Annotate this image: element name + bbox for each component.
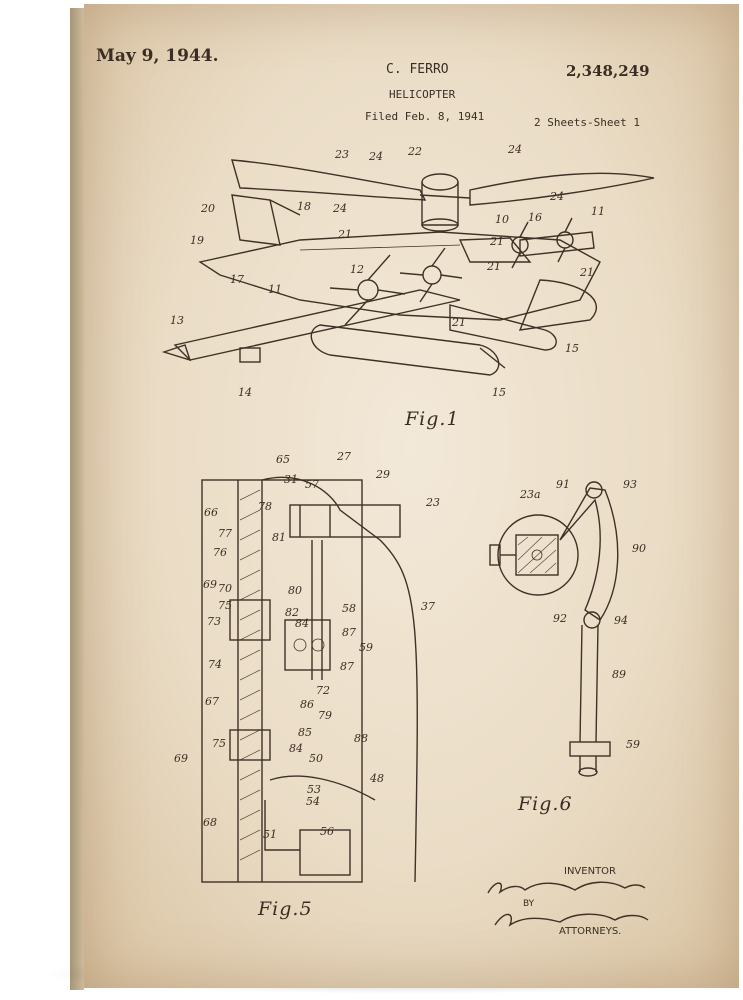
svg-text:54: 54 (306, 795, 320, 808)
inventor-name: C. FERRO (386, 62, 449, 77)
svg-text:74: 74 (208, 658, 222, 671)
canvas-side-edge (70, 8, 84, 990)
fig6-label: Fig.6 (518, 793, 573, 815)
svg-text:23a: 23a (519, 488, 541, 501)
attorneys-label: ATTORNEYS. (559, 926, 622, 937)
svg-text:51: 51 (263, 828, 277, 841)
svg-text:17: 17 (230, 273, 244, 286)
svg-text:12: 12 (350, 263, 364, 276)
svg-text:77: 77 (218, 527, 232, 540)
svg-text:53: 53 (307, 783, 321, 796)
patent-title: HELICOPTER (389, 88, 456, 101)
svg-text:78: 78 (258, 500, 272, 513)
svg-text:14: 14 (238, 386, 252, 399)
svg-text:11: 11 (591, 205, 605, 218)
svg-text:23: 23 (425, 496, 440, 509)
fig6-linkage-drawing: 23a 91 93 90 92 94 89 59 (489, 478, 646, 777)
svg-text:72: 72 (316, 684, 330, 697)
svg-text:22: 22 (407, 145, 422, 158)
svg-text:27: 27 (336, 450, 351, 463)
svg-text:79: 79 (318, 709, 332, 722)
svg-text:59: 59 (626, 738, 640, 751)
filed-date: Filed Feb. 8, 1941 (365, 110, 485, 123)
svg-text:90: 90 (632, 542, 646, 555)
svg-text:76: 76 (213, 546, 227, 559)
svg-text:24: 24 (332, 202, 347, 215)
svg-text:15: 15 (565, 342, 579, 355)
svg-text:21: 21 (579, 266, 594, 279)
svg-text:85: 85 (298, 726, 312, 739)
svg-text:13: 13 (170, 314, 184, 327)
svg-text:84: 84 (289, 742, 303, 755)
inventor-signature (487, 881, 646, 894)
svg-text:23: 23 (334, 148, 349, 161)
svg-text:69: 69 (174, 752, 188, 765)
svg-text:70: 70 (218, 582, 232, 595)
svg-text:16: 16 (528, 211, 542, 224)
fig1-label: Fig.1 (405, 408, 460, 430)
svg-text:56: 56 (320, 825, 334, 838)
patent-number: 2,348,249 (566, 62, 650, 80)
svg-text:50: 50 (309, 752, 323, 765)
svg-text:91: 91 (556, 478, 570, 491)
svg-text:24: 24 (507, 143, 522, 156)
fig5-label: Fig.5 (258, 898, 313, 920)
svg-text:87: 87 (340, 660, 354, 673)
svg-text:88: 88 (354, 732, 368, 745)
svg-text:18: 18 (297, 200, 311, 213)
svg-text:11: 11 (268, 283, 282, 296)
svg-text:31: 31 (284, 473, 298, 486)
svg-text:10: 10 (495, 213, 509, 226)
svg-text:58: 58 (342, 602, 356, 615)
svg-text:21: 21 (337, 228, 352, 241)
svg-text:48: 48 (369, 772, 384, 785)
svg-text:24: 24 (368, 150, 383, 163)
patent-sheet (84, 4, 739, 988)
svg-text:69: 69 (203, 578, 217, 591)
svg-text:94: 94 (614, 614, 628, 627)
svg-text:86: 86 (300, 698, 314, 711)
svg-text:75: 75 (212, 737, 226, 750)
svg-text:89: 89 (612, 668, 626, 681)
attorney-signature (494, 913, 649, 927)
svg-text:75: 75 (218, 599, 232, 612)
svg-text:21: 21 (451, 316, 466, 329)
svg-text:68: 68 (203, 816, 217, 829)
svg-text:81: 81 (272, 531, 286, 544)
svg-text:37: 37 (421, 600, 435, 613)
svg-text:92: 92 (553, 612, 567, 625)
svg-text:21: 21 (489, 235, 504, 248)
by-label: BY (523, 899, 535, 909)
svg-text:73: 73 (207, 615, 221, 628)
svg-text:87: 87 (342, 626, 356, 639)
svg-text:67: 67 (205, 695, 219, 708)
svg-text:65: 65 (276, 453, 290, 466)
svg-text:82: 82 (285, 606, 299, 619)
svg-text:66: 66 (204, 506, 218, 519)
svg-text:59: 59 (359, 641, 373, 654)
fig1-helicopter-drawing: 23 24 22 24 20 18 24 24 10 16 11 19 17 21 21 12 11 1… (161, 143, 655, 399)
svg-text:80: 80 (288, 584, 302, 597)
svg-text:15: 15 (492, 386, 506, 399)
patent-date: May 9, 1944. (96, 46, 219, 66)
svg-text:84: 84 (295, 617, 309, 630)
sheet-count: 2 Sheets-Sheet 1 (534, 116, 640, 129)
svg-text:57: 57 (305, 478, 319, 491)
svg-text:93: 93 (623, 478, 637, 491)
svg-text:19: 19 (190, 234, 204, 247)
svg-text:29: 29 (375, 468, 390, 481)
svg-text:24: 24 (549, 190, 564, 203)
svg-text:20: 20 (200, 202, 215, 215)
inventor-label: INVENTOR (564, 866, 616, 877)
svg-text:21: 21 (486, 260, 501, 273)
